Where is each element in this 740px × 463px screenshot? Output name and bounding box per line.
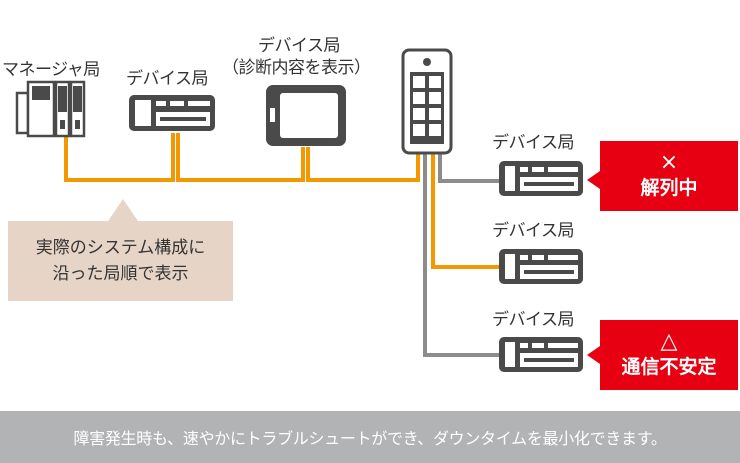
unstable-alert: △ 通信不安定: [600, 320, 738, 390]
orange-connections: [64, 133, 500, 269]
gray-connections: [423, 152, 500, 357]
diag-station-label: デバイス局: [258, 36, 341, 56]
manager-link: [64, 133, 175, 182]
switch-to-device-top-link: [438, 152, 500, 183]
device-station-right-2-label: デバイス局: [492, 221, 575, 241]
switch-to-device-mid-link: [431, 152, 500, 269]
disconnect-alert-pointer: [587, 171, 600, 189]
device-station-right-2-icon: [499, 249, 583, 284]
topology-callout: 実際のシステム構成に 沿った局順で表示: [8, 221, 233, 301]
network-switch-icon: [401, 48, 453, 155]
warning-triangle-icon: △: [660, 329, 678, 354]
disconnect-alert-text: 解列中: [640, 177, 698, 199]
manager-station-icon: [15, 80, 86, 138]
unstable-alert-pointer: [587, 346, 600, 364]
device-station-right-3-label: デバイス局: [492, 310, 575, 330]
callout-pointer: [108, 199, 138, 221]
switch-to-device-bottom-link: [423, 152, 500, 357]
manager-station-label: マネージャ局: [2, 60, 100, 80]
cross-mark-icon: ×: [659, 150, 679, 175]
unstable-alert-text: 通信不安定: [621, 356, 717, 378]
diagnostics-monitor-icon: [266, 85, 346, 146]
device-station-1-label: デバイス局: [126, 69, 209, 89]
diag-station-sublabel: （診断内容を表示）: [222, 58, 371, 78]
callout-line-2: 沿った局順で表示: [52, 264, 189, 284]
device-station-right-1-icon: [499, 161, 583, 196]
device1-link: [176, 133, 305, 182]
device-station-right-3-icon: [499, 337, 583, 372]
device-station-right-1-label: デバイス局: [492, 133, 575, 153]
diag-to-switch-link: [306, 147, 420, 182]
callout-line-1: 実際のシステム構成に: [35, 238, 206, 258]
footer-caption: 障害発生時も、速やかにトラブルシュートができ、ダウンタイムを最小化できます。: [0, 411, 740, 463]
device-station-1-icon: [129, 95, 215, 131]
disconnect-alert: × 解列中: [600, 141, 738, 211]
